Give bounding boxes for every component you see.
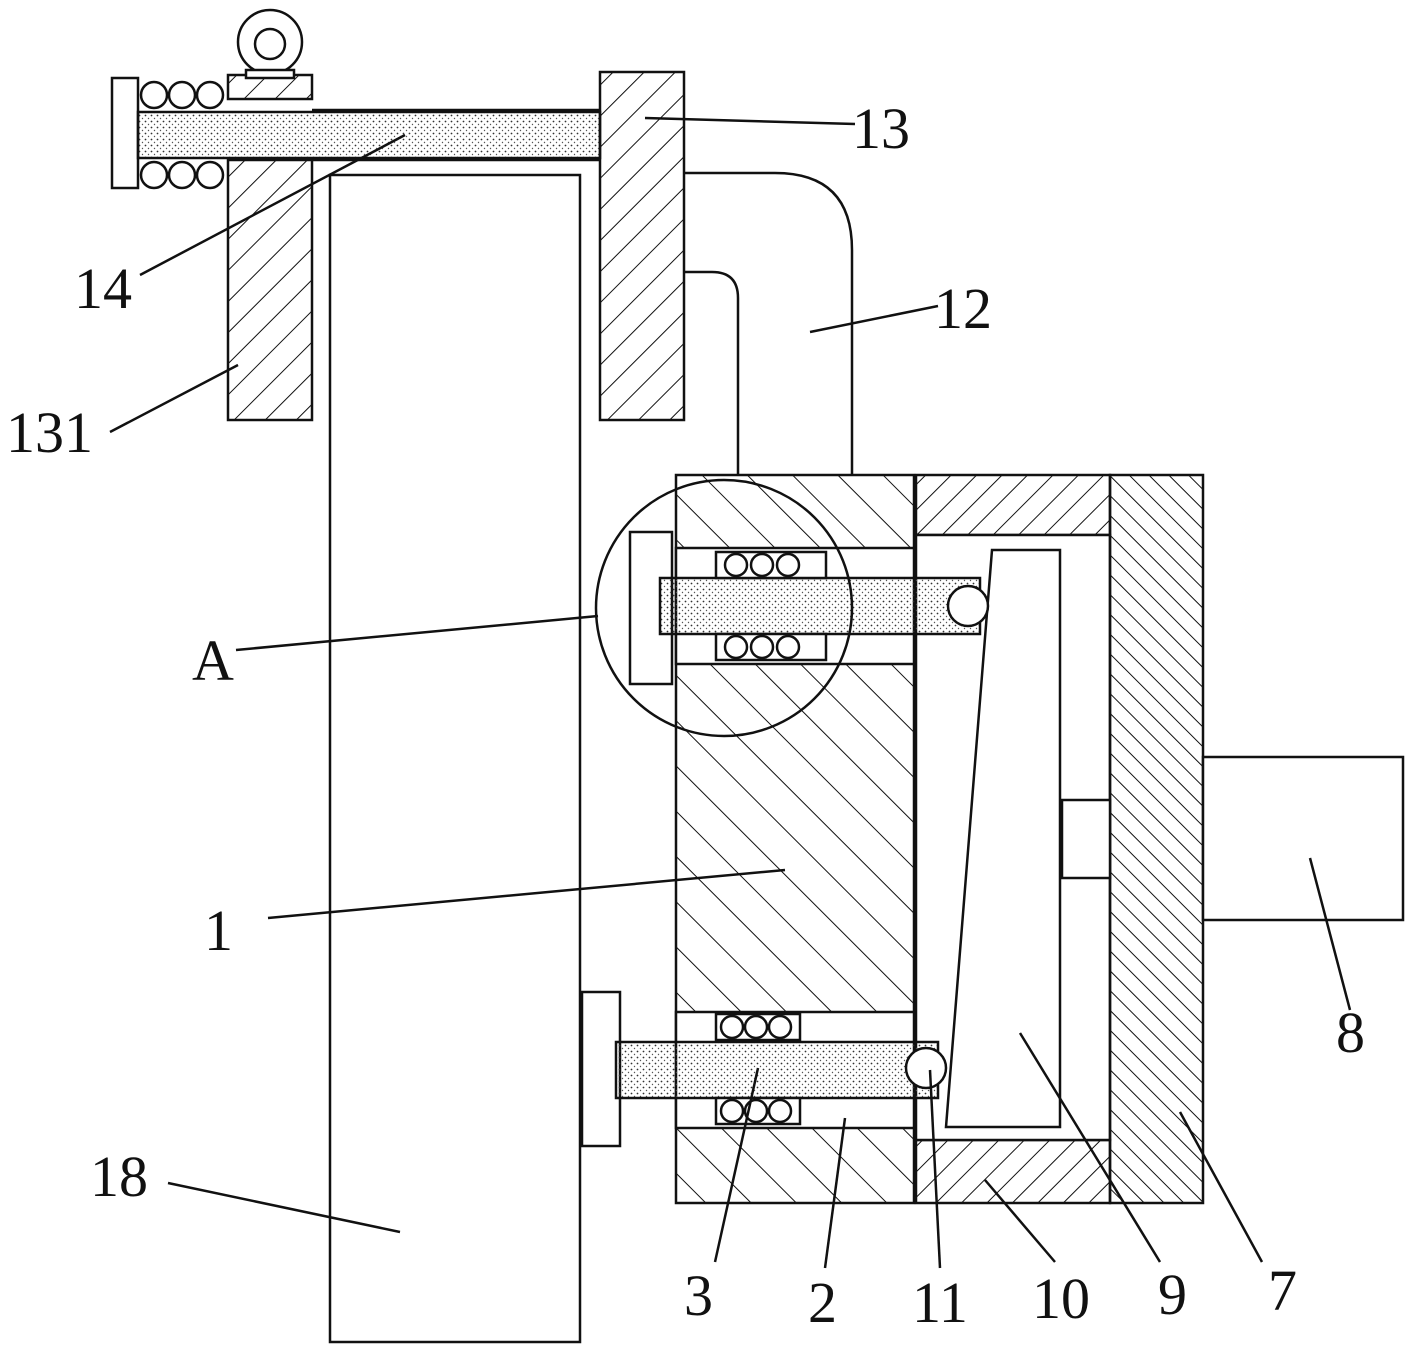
label-2: 2 (808, 1270, 837, 1335)
bent-pipe (684, 173, 852, 475)
label-18: 18 (90, 1144, 148, 1209)
right-wall (1110, 475, 1203, 1203)
label-131: 131 (6, 400, 93, 465)
top-screw-rod (112, 78, 600, 188)
label-10: 10 (1032, 1266, 1090, 1331)
label-13: 13 (852, 96, 910, 161)
label-14: 14 (74, 256, 132, 321)
label-3: 3 (684, 1263, 713, 1328)
cavity-stop-block (1062, 800, 1110, 878)
label-7: 7 (1268, 1258, 1297, 1323)
lifting-ring (238, 10, 302, 78)
lower-bolt-assembly (582, 992, 946, 1146)
vertical-post (330, 175, 580, 1342)
label-9: 9 (1158, 1262, 1187, 1327)
right-clamp-block (600, 72, 684, 420)
label-11: 11 (912, 1270, 968, 1335)
side-lug (1203, 757, 1403, 920)
label-8: 8 (1336, 1000, 1365, 1065)
label-12: 12 (934, 276, 992, 341)
label-1: 1 (204, 898, 233, 963)
label-a: A (192, 628, 234, 693)
